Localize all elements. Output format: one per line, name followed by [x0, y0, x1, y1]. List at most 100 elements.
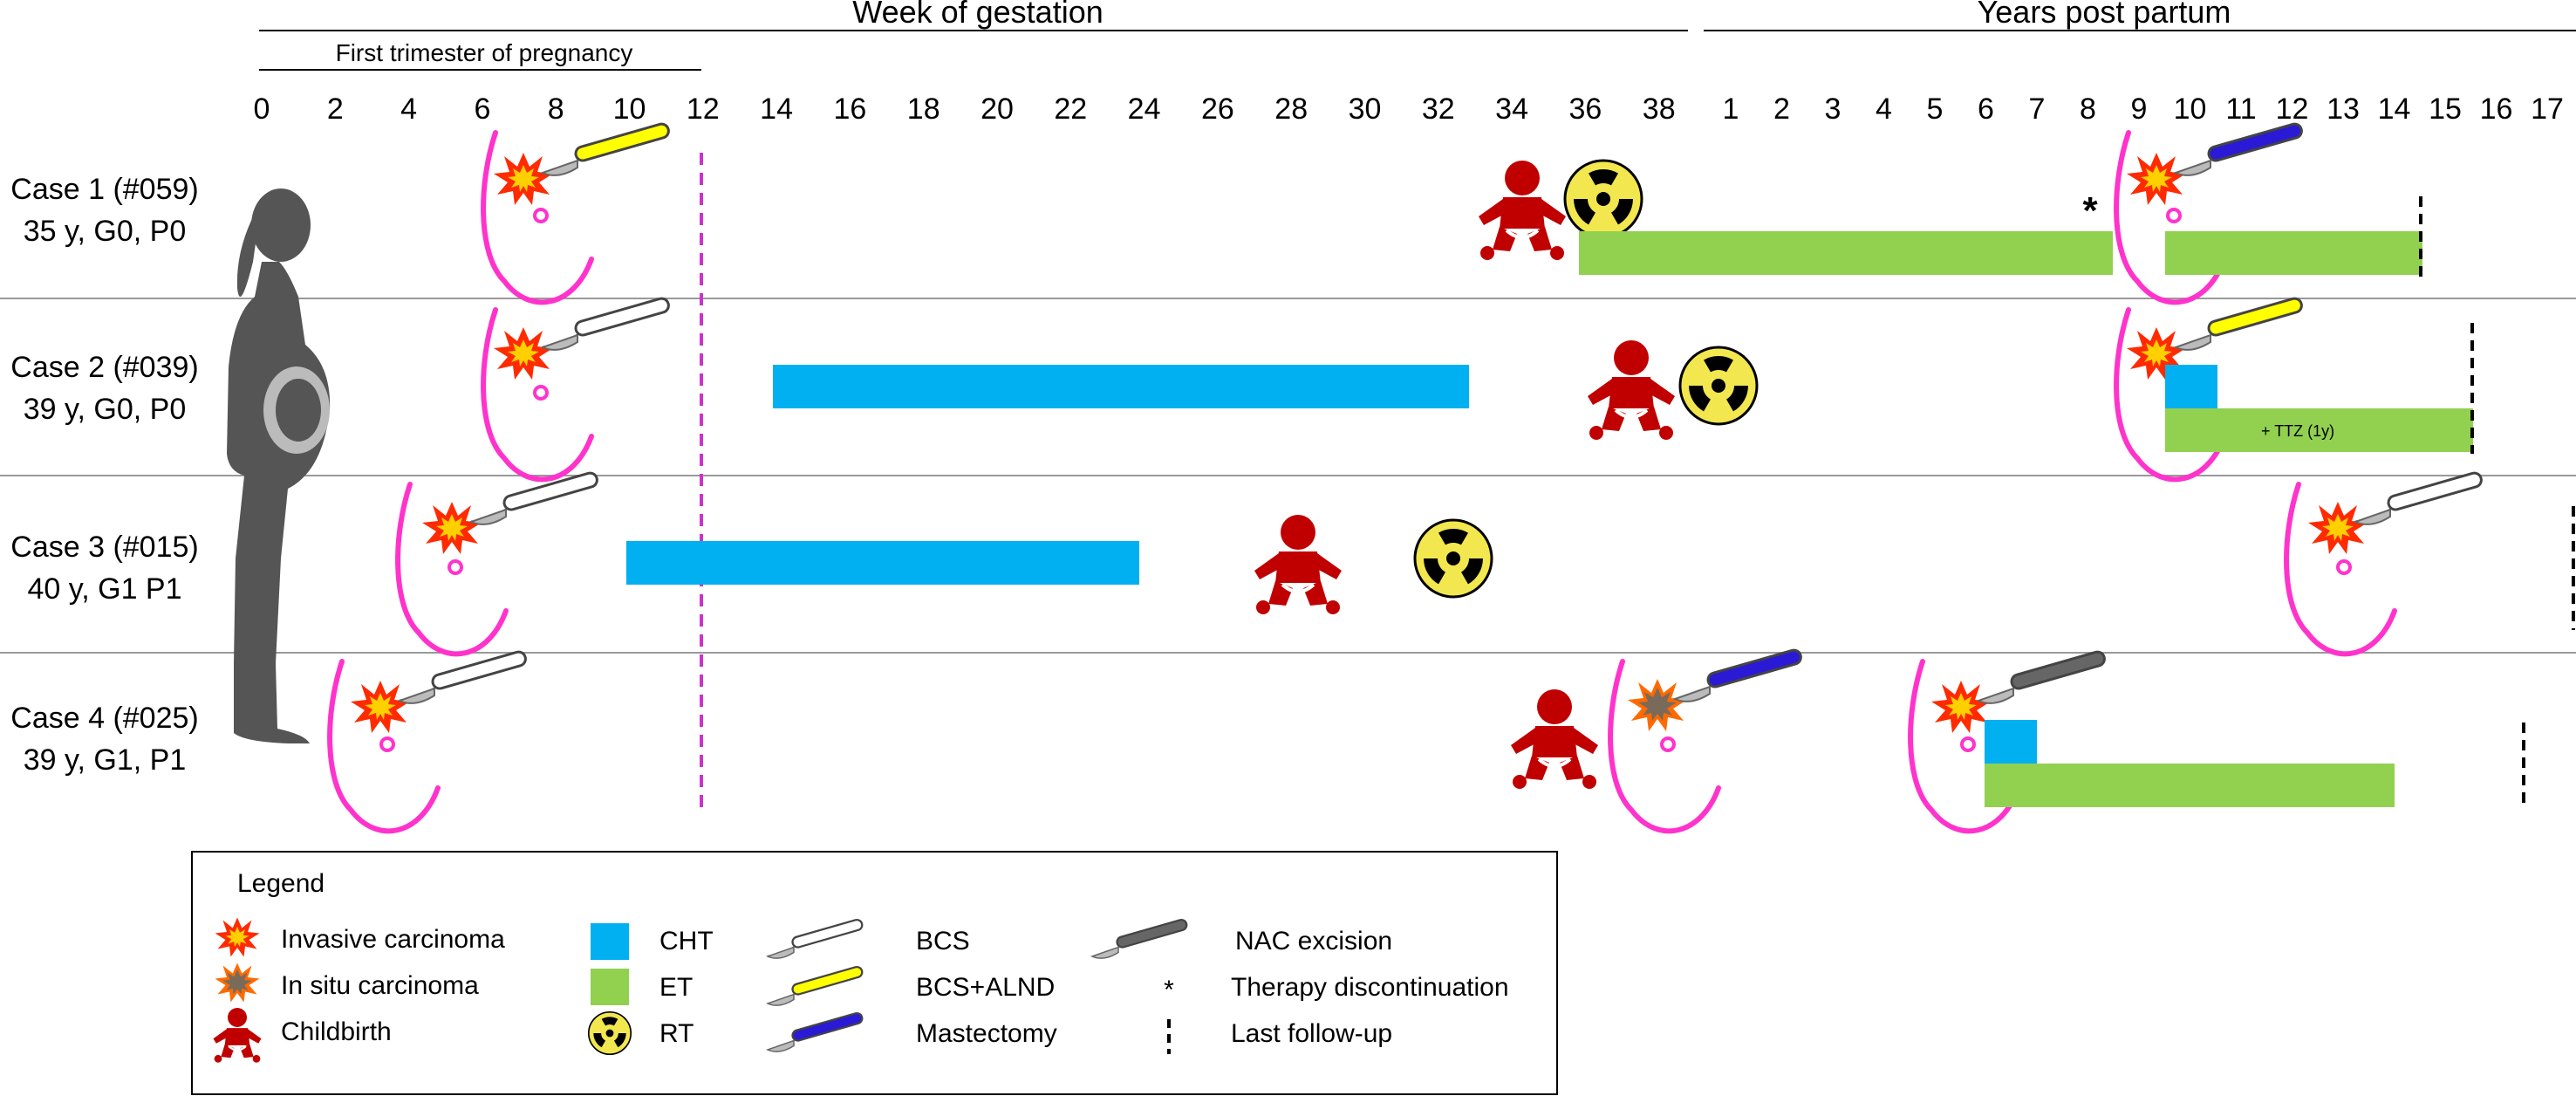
case-3-subtitle: 40 y, G1 P1: [27, 572, 181, 606]
breast-icon: [330, 661, 438, 831]
case-2-title: Case 2 (#039): [10, 351, 198, 384]
legend-mastectomy-label: Mastectomy: [916, 1019, 1057, 1048]
week-tick-label: 18: [907, 92, 940, 126]
bcs-scalpel-icon: [2354, 469, 2484, 526]
invasive-carcinoma-icon: [2127, 153, 2186, 205]
childbirth-icon: [1509, 688, 1600, 791]
case-3-title: Case 3 (#015): [10, 531, 198, 564]
row-separators: [0, 298, 2576, 654]
week-tick-label: 10: [613, 92, 646, 126]
mastectomy-scalpel-icon: [1673, 647, 1804, 703]
invasive-carcinoma-icon: [422, 502, 482, 554]
week-tick-label: 2: [327, 92, 344, 126]
legend-childbirth-label: Childbirth: [281, 1017, 392, 1046]
case-4-subtitle: 39 y, G1, P1: [24, 743, 186, 777]
year-tick-label: 10: [2174, 92, 2207, 126]
week-tick-label: 12: [687, 92, 720, 126]
legend-rt-icon: [587, 1010, 632, 1056]
mastectomy-scalpel-icon: [2174, 120, 2305, 177]
legend-bcs-alnd-label: BCS+ALND: [916, 973, 1055, 1002]
legend-title: Legend: [237, 869, 325, 898]
legend-box: [191, 851, 1558, 1095]
week-tick-label: 14: [760, 92, 793, 126]
legend-cht-swatch: [591, 923, 629, 960]
week-tick-label: 36: [1568, 92, 1602, 126]
week-tick-label: 28: [1274, 92, 1308, 126]
breast-icon: [483, 133, 591, 302]
axis-headers: Week of gestation Years post partum Firs…: [259, 0, 2576, 71]
pregnant-woman-silhouette: [227, 188, 331, 743]
legend-et-swatch: [591, 969, 629, 1005]
year-tick-label: 14: [2378, 92, 2411, 126]
week-tick-label: 34: [1495, 92, 1528, 126]
bcs-scalpel-icon: [398, 648, 529, 705]
breast-icon: [1610, 661, 1718, 831]
legend-et-label: ET: [659, 973, 693, 1002]
year-tick-label: 1: [1723, 92, 1739, 126]
week-tick-label: 22: [1054, 92, 1087, 126]
year-tick-label: 9: [2131, 92, 2148, 126]
legend-nac-label: NAC excision: [1235, 927, 1392, 956]
et-bar: [2165, 408, 2473, 452]
ttz-annotation: + TTZ (1y): [2261, 422, 2334, 440]
case-4-events: [330, 647, 2525, 831]
year-tick-label: 5: [1927, 92, 1944, 126]
case-4-title: Case 4 (#025): [10, 702, 198, 735]
year-tick-label: 11: [2225, 92, 2256, 126]
radiation-icon: [1678, 346, 1759, 426]
legend: Legend Invasive carcinoma In situ carcin…: [191, 851, 1558, 1095]
invasive-carcinoma-icon: [2308, 502, 2368, 554]
childbirth-icon: [1477, 159, 1568, 262]
week-tick-label: 20: [981, 92, 1014, 126]
case-labels: Case 1 (#059) 35 y, G0, P0 Case 2 (#039)…: [10, 173, 198, 777]
invasive-carcinoma-icon: [351, 681, 410, 733]
year-tick-label: 13: [2327, 92, 2360, 126]
legend-rt-label: RT: [659, 1019, 694, 1048]
cht-bar: [626, 541, 1139, 585]
week-tick-label: 0: [254, 92, 270, 126]
cht-bar: [1985, 720, 2037, 764]
legend-cht-label: CHT: [659, 927, 714, 956]
cht-bar: [773, 365, 1469, 408]
radiation-icon: [1413, 518, 1493, 599]
gestation-header: Week of gestation: [852, 0, 1104, 30]
postpartum-header: Years post partum: [1978, 0, 2231, 30]
breast-icon: [2116, 133, 2224, 302]
week-tick-label: 8: [548, 92, 564, 126]
bcs-alnd-scalpel-icon: [541, 120, 672, 177]
et-bar: [1579, 231, 2113, 275]
year-tick-label: 12: [2276, 92, 2309, 126]
year-tick-label: 8: [2080, 92, 2096, 126]
week-tick-label: 24: [1128, 92, 1161, 126]
legend-discontinuation-mark: *: [1164, 976, 1174, 1004]
bcs-scalpel-icon: [541, 295, 672, 352]
case-1-title: Case 1 (#059): [10, 173, 198, 206]
case-1-subtitle: 35 y, G0, P0: [24, 215, 186, 248]
year-tick-label: 3: [1825, 92, 1841, 126]
radiation-icon: [1563, 159, 1643, 239]
year-tick-label: 7: [2029, 92, 2046, 126]
legend-invasive-label: Invasive carcinoma: [281, 925, 505, 954]
week-tick-label: 4: [400, 92, 417, 126]
year-tick-label: 16: [2480, 92, 2513, 126]
week-tick-label: 6: [474, 92, 490, 126]
in-situ-carcinoma-icon: [1628, 679, 1687, 731]
et-bar: [1985, 764, 2395, 807]
year-tick-label: 17: [2531, 92, 2564, 126]
case-2-subtitle: 39 y, G0, P0: [24, 393, 186, 426]
case-2-events: + TTZ (1y): [483, 295, 2474, 479]
legend-bcs-label: BCS: [916, 927, 970, 956]
week-tick-label: 16: [833, 92, 866, 126]
year-tick-label: 15: [2429, 92, 2462, 126]
week-tick-label: 32: [1422, 92, 1455, 126]
invasive-carcinoma-icon: [494, 327, 553, 380]
case-3-events: [398, 469, 2575, 654]
year-tick-label: 4: [1876, 92, 1892, 126]
therapy-discontinuation-mark: *: [2082, 189, 2098, 232]
year-tick-label: 6: [1978, 92, 1994, 126]
invasive-carcinoma-icon: [494, 153, 553, 205]
childbirth-icon: [1586, 339, 1677, 442]
